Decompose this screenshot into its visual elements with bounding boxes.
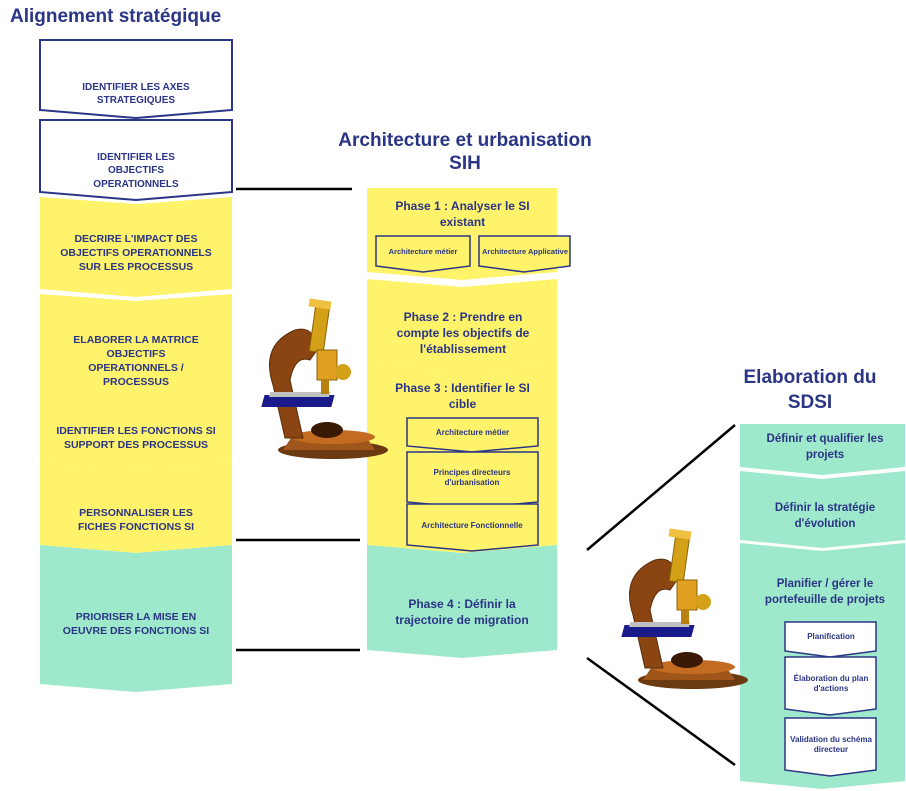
connector-line-5 (586, 656, 736, 767)
phase1-sub-2-shape (478, 235, 571, 273)
left-step-5-label: IDENTIFIER LES FONCTIONS SI SUPPORT DES … (56, 424, 216, 451)
sdsi-sub-3-label: Validation du schéma directeur (790, 734, 872, 754)
right-step-3-label: Planifier / gérer le portefeuille de pro… (764, 577, 886, 606)
phase3-sub-3-label: Architecture Fonctionnelle (421, 520, 523, 530)
left-step-7-label: PRIORISER LA MISE EN OEUVRE DES FONCTION… (62, 610, 210, 637)
phase1-sub-2-label: Architecture Applicative (482, 247, 568, 257)
right-title: Elaboration du SDSI (743, 367, 877, 413)
left-step-2-shape (39, 119, 233, 202)
phase3-sub-1-label: Architecture métier (435, 427, 510, 437)
left-step-5-shape (40, 383, 232, 470)
sdsi-sub-3-shape (784, 717, 877, 777)
phase1-sub-1-shape (375, 235, 471, 273)
phase3-sub-1-shape (406, 417, 539, 453)
left-step-7-shape (40, 545, 232, 692)
phase-4-label: Phase 4 : Définir la trajectoire de migr… (395, 596, 529, 627)
right-step-1-label: Définir et qualifier les projets (766, 432, 884, 461)
right-step-1-shape (740, 424, 905, 475)
phase1-sub-1-label: Architecture métier (388, 247, 458, 257)
left-title: Alignement stratégique (10, 6, 222, 27)
sdsi-sub-2-label: Élaboration du plan d'actions (793, 673, 869, 693)
phase-2-shape (367, 279, 557, 372)
microscope-icon (621, 528, 748, 689)
left-step-4-label: ELABORER LA MATRICE OBJECTIFS OPERATIONN… (73, 333, 199, 389)
connector-line-4 (586, 424, 736, 551)
sdsi-sub-1-label: Planification (807, 631, 855, 641)
sdsi-sub-1-shape (784, 621, 877, 658)
phase-1-label: Phase 1 : Analyser le SI existant (395, 199, 530, 229)
phase-3-label: Phase 3 : Identifier le SI cible (395, 381, 530, 411)
left-step-2-label: IDENTIFIER LES OBJECTIFS OPERATIONNELS (93, 151, 179, 190)
middle-title: Architecture et urbanisation SIH (338, 130, 592, 174)
left-step-1-label: IDENTIFIER LES AXES STRATEGIQUES (82, 81, 190, 107)
microscope-icon (261, 298, 388, 459)
phase3-sub-2-label: Principes directeurs d'urbanisation (433, 467, 511, 487)
phase3-sub-3-shape (406, 503, 539, 552)
phase-2-label: Phase 2 : Prendre en compte les objectif… (396, 309, 530, 357)
sdsi-sub-2-shape (784, 656, 877, 716)
phase-4-shape (367, 545, 557, 658)
left-step-6-shape (40, 462, 232, 553)
right-step-2-label: Définir la stratégie d'évolution (774, 501, 876, 530)
right-step-2-shape (740, 471, 905, 548)
left-step-4-shape (40, 294, 232, 394)
left-step-6-label: PERSONNALISER LES FICHES FONCTIONS SI (77, 506, 195, 533)
left-step-3-label: DECRIRE L'IMPACT DES OBJECTIFS OPERATION… (60, 232, 212, 274)
left-step-1-shape (39, 39, 233, 120)
left-step-3-shape (40, 197, 232, 297)
